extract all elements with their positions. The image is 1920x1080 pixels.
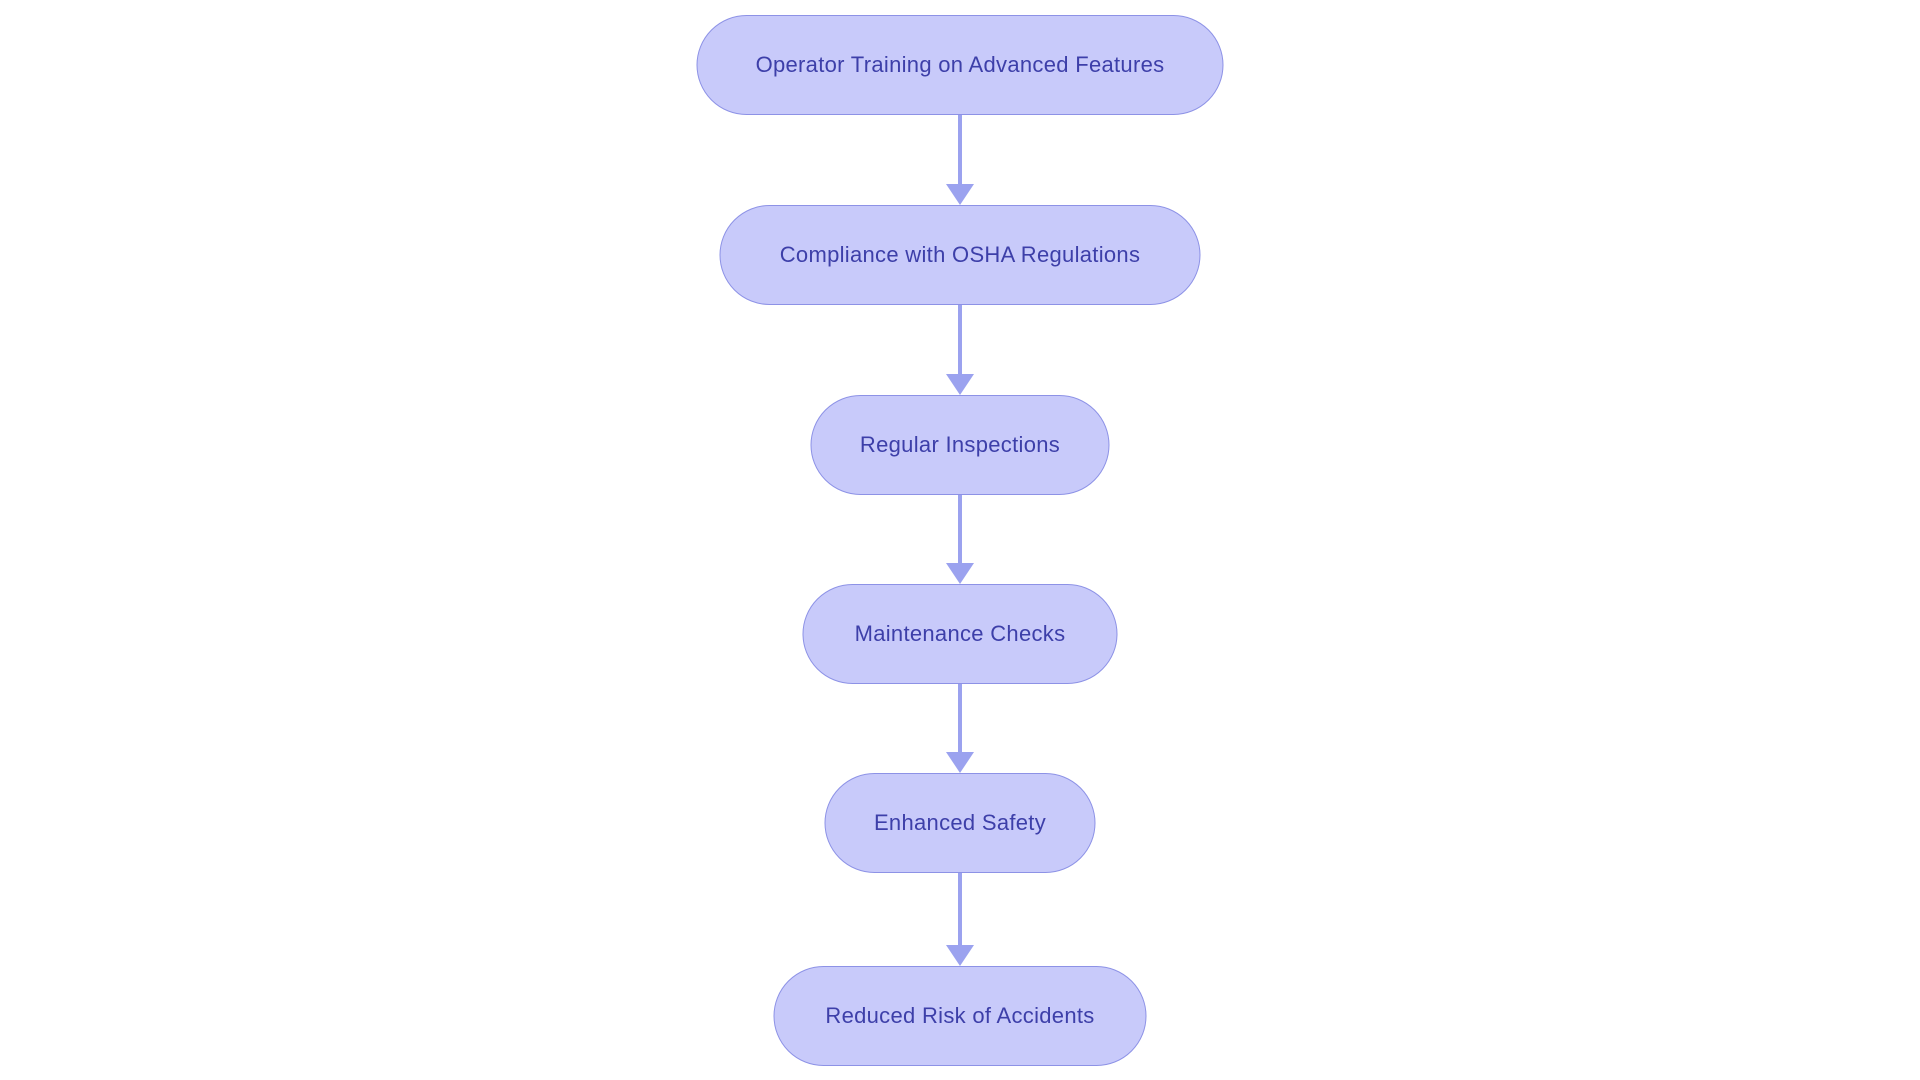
arrow-down-icon (946, 374, 974, 395)
flow-arrow-5-6 (946, 873, 974, 966)
flow-node-maintenance-checks: Maintenance Checks (802, 584, 1118, 684)
arrow-line (958, 495, 962, 563)
flow-node-label: Reduced Risk of Accidents (825, 1003, 1095, 1028)
flow-node-operator-training: Operator Training on Advanced Features (696, 15, 1224, 115)
flow-arrow-1-2 (946, 115, 974, 205)
arrow-down-icon (946, 563, 974, 584)
flow-arrow-2-3 (946, 305, 974, 395)
flow-arrow-3-4 (946, 495, 974, 584)
arrow-line (958, 684, 962, 752)
arrow-down-icon (946, 184, 974, 205)
flow-node-label: Operator Training on Advanced Features (755, 52, 1165, 77)
flow-node-osha-compliance: Compliance with OSHA Regulations (719, 205, 1201, 305)
flow-node-label: Compliance with OSHA Regulations (779, 242, 1141, 267)
flow-arrow-4-5 (946, 684, 974, 773)
arrow-line (958, 305, 962, 374)
arrow-line (958, 873, 962, 945)
flow-node-regular-inspections: Regular Inspections (810, 395, 1110, 495)
arrow-down-icon (946, 752, 974, 773)
flow-node-label: Regular Inspections (859, 432, 1061, 457)
arrow-down-icon (946, 945, 974, 966)
arrow-line (958, 115, 962, 184)
flow-node-label: Maintenance Checks (854, 621, 1066, 646)
flow-node-enhanced-safety: Enhanced Safety (824, 773, 1096, 873)
flow-node-reduced-risk: Reduced Risk of Accidents (773, 966, 1147, 1066)
flow-node-label: Enhanced Safety (873, 810, 1047, 835)
